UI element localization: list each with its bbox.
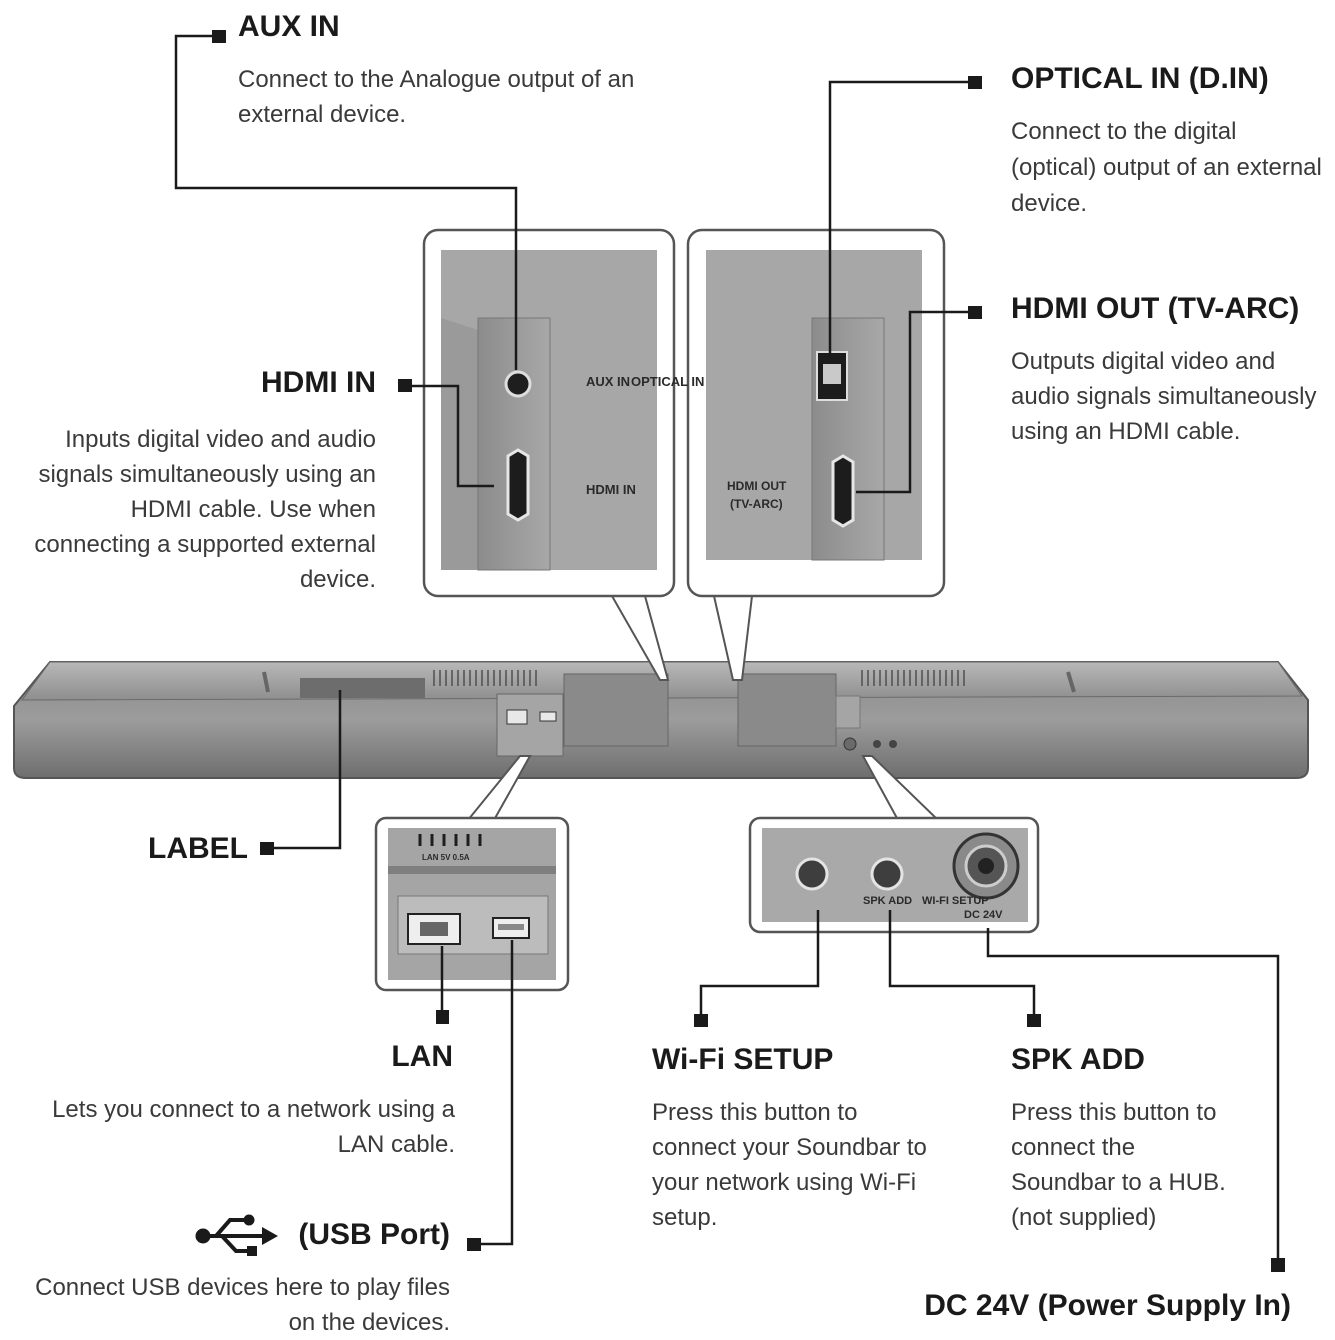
- leader-end-markers: [212, 30, 1285, 1272]
- wifi-setup-button: [795, 857, 829, 891]
- panel-buttons-power: SPK ADD WI-FI SETUP DC 24V: [748, 755, 1040, 934]
- hdmi-in-title: HDMI IN: [261, 366, 376, 399]
- panel-label-tv-arc: (TV-ARC): [730, 497, 783, 511]
- leader-spk-add: [888, 910, 1036, 1016]
- dc-24v-title: DC 24V (Power Supply In): [924, 1289, 1291, 1322]
- panel-optical-hdmi-out: OPTICAL IN HDMI OUT (TV-ARC): [631, 228, 946, 681]
- leader-label: [268, 690, 342, 850]
- panel-label-hdmi-out: HDMI OUT: [727, 479, 787, 493]
- leader-usb: [474, 940, 514, 1246]
- lan-title: LAN: [391, 1040, 453, 1073]
- leader-hdmi-out: [856, 310, 976, 494]
- optical-in-description: Connect to the digital (optical) output …: [1011, 118, 1322, 217]
- panel-aux-hdmi-in: AUX IN HDMI IN: [422, 228, 676, 681]
- spk-add-description: Press this button to connect the Soundba…: [1011, 1099, 1226, 1231]
- hdmi-out-port: [831, 454, 855, 528]
- vent-left: [433, 670, 537, 686]
- leader-lines: [174, 34, 1280, 1262]
- wifi-setup-description: Press this button to connect your Soundb…: [652, 1099, 927, 1231]
- panel-label-optical-in: OPTICAL IN: [631, 374, 704, 389]
- aux-in-title: AUX IN: [238, 10, 340, 43]
- hdmi-in-description: Inputs digital video and audio signals s…: [34, 426, 376, 593]
- vent-right: [861, 670, 965, 686]
- leader-aux-in: [174, 34, 518, 370]
- hdmi-out-description: Outputs digital video and audio signals …: [1011, 348, 1317, 445]
- spk-add-button: [870, 857, 904, 891]
- usb-port-title: (USB Port): [298, 1218, 450, 1251]
- panel-lan-usb: LAN 5V 0.5A: [374, 755, 570, 992]
- leader-hdmi-in: [408, 384, 494, 488]
- hdmi-out-title: HDMI OUT (TV-ARC): [1011, 292, 1300, 325]
- panel-label-hdmi-in: HDMI IN: [586, 482, 636, 497]
- panel-label-dc-24v: DC 24V: [964, 909, 1003, 921]
- leader-wifi-setup: [699, 910, 820, 1016]
- panel-label-wifi-setup: WI-FI SETUP: [922, 895, 989, 907]
- optical-in-title: OPTICAL IN (D.IN): [1011, 62, 1269, 95]
- soundbar: [13, 661, 1309, 779]
- usb-port-description: Connect USB devices here to play files o…: [35, 1274, 450, 1336]
- spk-add-title: SPK ADD: [1011, 1043, 1145, 1076]
- lan-description: Lets you connect to a network using a LA…: [52, 1096, 455, 1158]
- aux-jack: [504, 370, 532, 398]
- hdmi-in-port: [506, 448, 530, 522]
- leader-dc-24v: [986, 928, 1280, 1262]
- usb-icon: [195, 1214, 278, 1256]
- aux-in-description: Connect to the Analogue output of an ext…: [238, 66, 635, 128]
- panel-label-spk-add: SPK ADD: [863, 895, 912, 907]
- panel-label-aux-in: AUX IN: [586, 374, 630, 389]
- panel-label-lan-usb: LAN 5V 0.5A: [422, 853, 470, 862]
- label-sticker: [300, 678, 425, 698]
- wifi-setup-title: Wi-Fi SETUP: [652, 1043, 834, 1076]
- leader-optical-in: [828, 80, 976, 356]
- label-title: LABEL: [148, 832, 248, 865]
